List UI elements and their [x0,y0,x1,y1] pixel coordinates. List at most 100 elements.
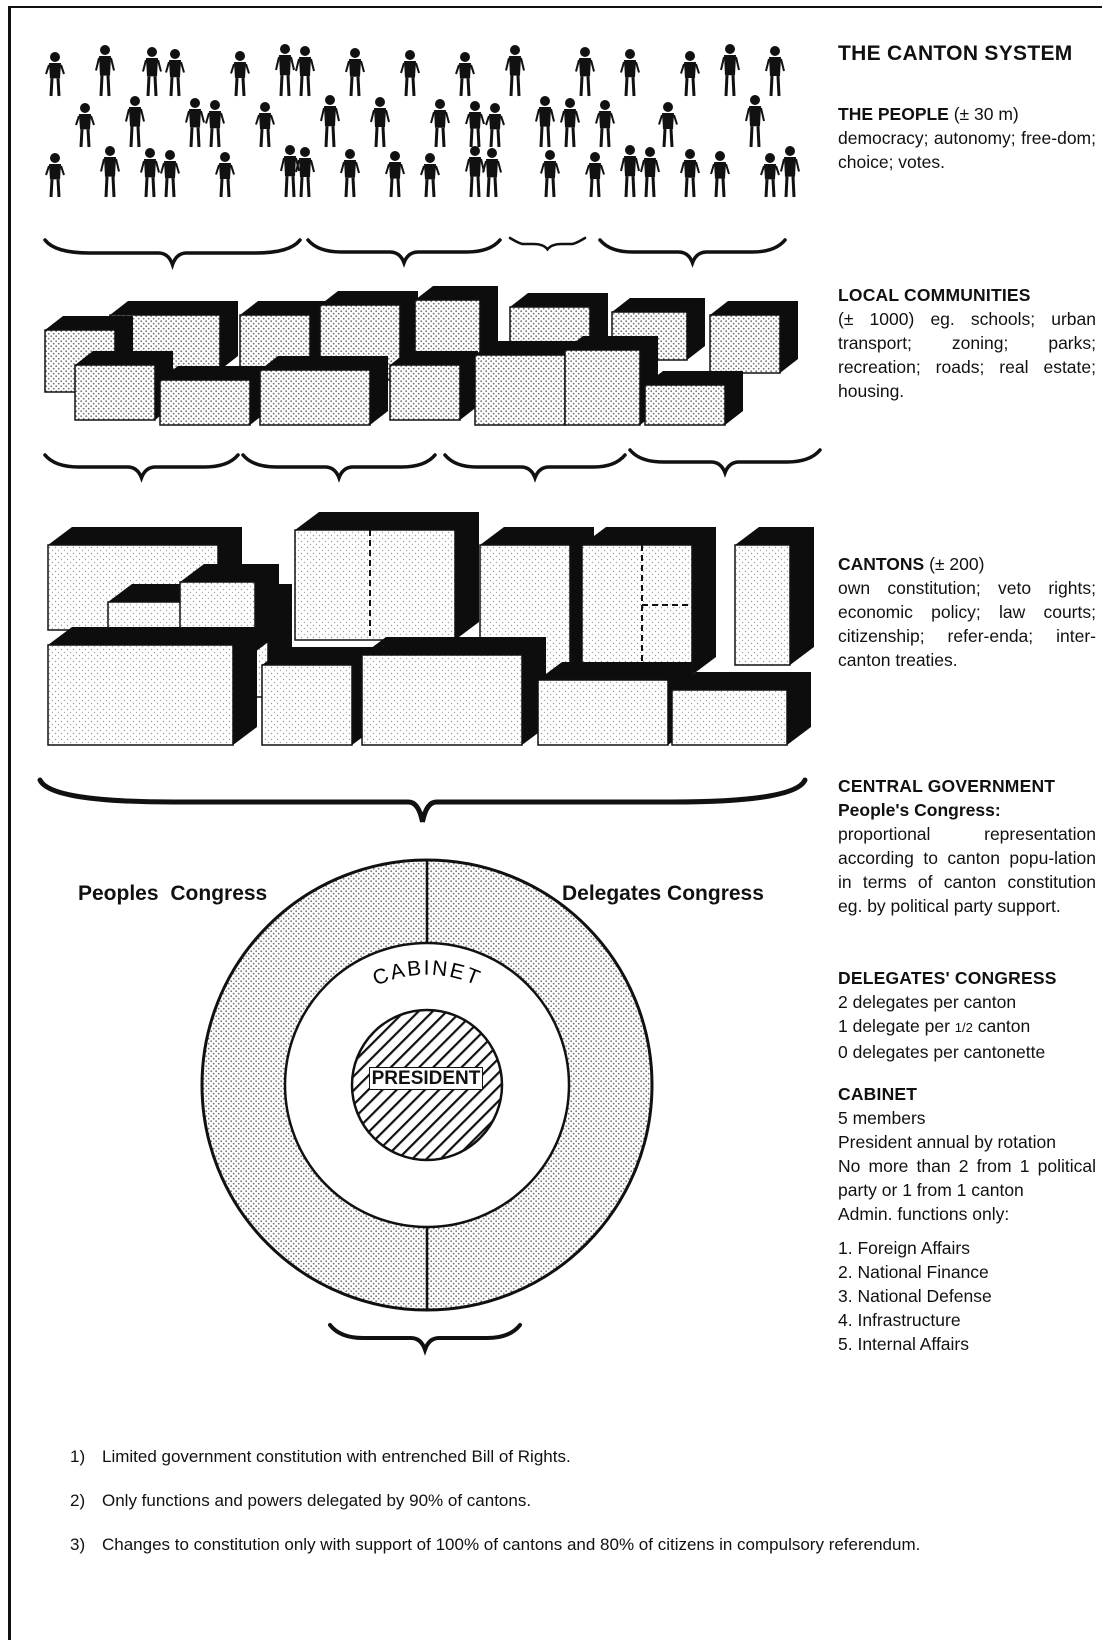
person-icon [185,98,205,148]
footnotes: 1)Limited government constitution with e… [70,1447,1070,1579]
person-icon [125,96,145,148]
person-icon [400,50,420,97]
person-icon [45,52,65,97]
person-icon [710,151,730,198]
people-count: (± 30 m) [953,104,1019,124]
person-icon [482,148,502,198]
function-item: 5. Internal Affairs [838,1334,970,1354]
person-icon [640,147,660,198]
section-central-government: CENTRAL GOVERNMENT People's Congress: pr… [838,774,1096,918]
person-icon [540,150,560,198]
function-item: 4. Infrastructure [838,1310,961,1330]
person-icon [340,149,360,198]
person-icon [455,52,475,97]
grouping-brace [306,238,502,268]
local-text: (± 1000) eg. schools; urban transport; z… [838,309,1096,401]
community-block [644,371,743,426]
canton-block [294,512,479,641]
president-label-box: PRESIDENT [356,1067,496,1090]
delegates-heading: DELEGATES' CONGRESS [838,968,1057,988]
canton-block [537,662,692,746]
cabinet-line-3: No more than 2 from 1 political party or… [838,1156,1096,1200]
grouping-brace [508,236,587,252]
person-icon [595,100,615,148]
footnote: 1)Limited government constitution with e… [70,1447,571,1466]
delegates-congress-label: Delegates Congress [562,882,764,905]
person-icon [585,152,605,198]
person-icon [295,147,315,198]
function-item: 3. National Defense [838,1286,992,1306]
person-icon [370,97,390,148]
canton-block [261,647,376,746]
person-icon [465,146,485,198]
person-icon [505,45,525,97]
central-heading: CENTRAL GOVERNMENT [838,776,1056,796]
section-people: THE PEOPLE (± 30 m) democracy; autonomy;… [838,102,1096,174]
person-icon [75,103,95,148]
person-icon [280,145,300,198]
person-icon [765,46,785,97]
person-icon [485,103,505,148]
president-label: PRESIDENT [368,1067,484,1090]
canton-block [581,527,716,676]
person-icon [295,46,315,97]
community-block [159,366,268,426]
person-icon [780,146,800,198]
people-heading: THE PEOPLE [838,104,949,124]
cabinet-line-4: Admin. functions only: [838,1204,1010,1224]
person-icon [720,44,740,97]
central-text: proportional representation according to… [838,824,1096,916]
grouping-brace [43,453,240,483]
function-item: 2. National Finance [838,1262,989,1282]
people-crowd [45,44,800,198]
canton-block [47,627,257,746]
person-icon [680,51,700,97]
person-icon [420,153,440,198]
grouping-brace [628,448,822,478]
footnote: 2)Only functions and powers delegated by… [70,1491,532,1510]
person-icon [385,151,405,198]
delegates-line-1: 2 delegates per canton [838,992,1017,1012]
person-icon [165,49,185,97]
canton-block [671,672,811,746]
canton-block [734,527,814,666]
person-icon [430,99,450,148]
person-icon [142,47,162,97]
person-icon [760,153,780,198]
cantons-heading: CANTONS [838,554,925,574]
grouping-braces [37,236,822,1356]
local-communities-blocks [44,286,798,426]
person-icon [95,45,115,97]
cantons-count: (± 200) [929,554,985,574]
section-cantons: CANTONS (± 200) own constitution; veto r… [838,552,1096,672]
person-icon [215,152,235,198]
person-icon [100,146,120,198]
community-block [709,301,798,374]
grouping-brace [43,238,302,271]
person-icon [745,95,765,148]
page-border [8,6,1102,1640]
section-delegates-congress: DELEGATES' CONGRESS 2 delegates per cant… [838,966,1096,1064]
grouping-brace [443,453,627,483]
grouping-brace [241,453,437,483]
local-heading: LOCAL COMMUNITIES [838,285,1031,305]
person-icon [535,96,555,148]
community-block [564,336,658,426]
section-local-communities: LOCAL COMMUNITIES (± 1000) eg. schools; … [838,283,1096,403]
cabinet-line-2: President annual by rotation [838,1132,1056,1152]
grouping-brace [328,1323,522,1356]
person-icon [560,98,580,148]
community-block [74,351,173,421]
page-title: THE CANTON SYSTEM [838,42,1073,65]
cabinet-heading: CABINET [838,1084,918,1104]
grouping-brace [598,238,787,268]
person-icon [160,150,180,198]
person-icon [45,153,65,198]
section-cabinet: CABINET 5 members President annual by ro… [838,1082,1096,1356]
canton-blocks [47,512,814,746]
person-icon [345,48,365,97]
canton-block [361,637,546,746]
central-subheading: People's Congress: [838,800,1001,820]
community-block [259,356,388,426]
